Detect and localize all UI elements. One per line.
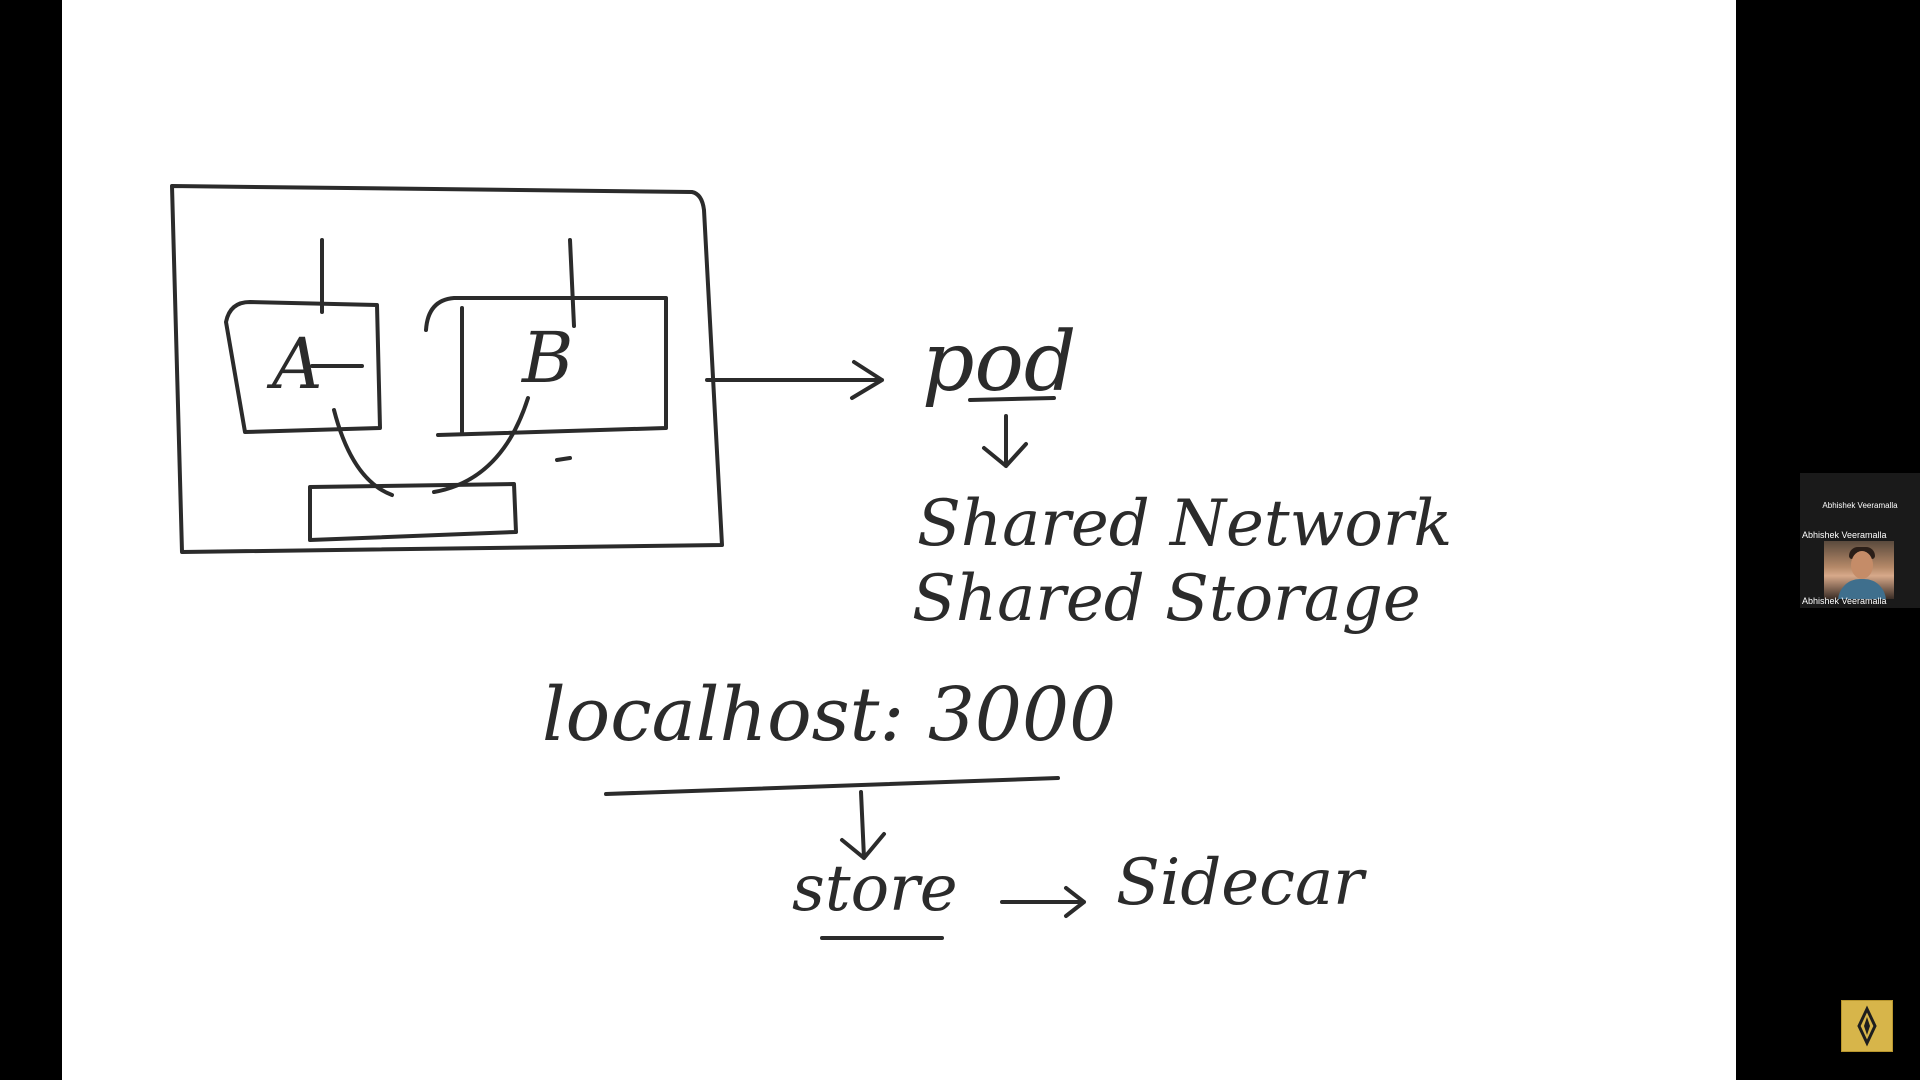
pod-label: pod xyxy=(922,315,1076,410)
container-b-box xyxy=(424,296,668,437)
diamond-logo-icon xyxy=(1857,1005,1877,1047)
shared-volume-box xyxy=(308,482,518,542)
left-black-border xyxy=(0,0,62,1080)
container-a-label: A xyxy=(266,323,323,405)
localhost-underline xyxy=(604,776,1060,796)
pod-down-arrow xyxy=(982,414,1028,468)
container-b-label: B xyxy=(520,317,573,399)
participant-video-feed xyxy=(1824,541,1894,599)
container-b-top-line xyxy=(568,238,576,328)
whiteboard-canvas[interactable]: A B pod Shared Network Shared Storage lo… xyxy=(62,0,1736,1080)
participant-face xyxy=(1851,551,1873,579)
localhost-down-arrow xyxy=(840,790,886,860)
arrow-to-sidecar xyxy=(1000,886,1086,918)
store-label: store xyxy=(792,852,958,926)
participant-video-tile[interactable]: Abhishek Veeramalla Abhishek Veeramalla … xyxy=(1800,473,1920,608)
connector-mark xyxy=(555,456,572,462)
participant-name-footer: Abhishek Veeramalla xyxy=(1802,596,1887,606)
container-a-box xyxy=(224,300,382,434)
localhost-label: localhost: 3000 xyxy=(542,672,1116,758)
connector-a-to-volume xyxy=(332,408,394,497)
participant-name-header: Abhishek Veeramalla xyxy=(1822,501,1898,510)
participant-name-label: Abhishek Veeramalla xyxy=(1802,530,1887,540)
shared-network-label: Shared Network xyxy=(917,487,1452,561)
arrow-to-pod xyxy=(705,360,884,400)
sidecar-label: Sidecar xyxy=(1116,846,1367,920)
participant-shoulders xyxy=(1838,579,1886,599)
channel-logo-badge xyxy=(1841,1000,1893,1052)
whiteboard-drawing: A B pod Shared Network Shared Storage lo… xyxy=(170,184,1452,940)
shared-storage-label: Shared Storage xyxy=(912,562,1421,636)
pod-underline xyxy=(968,396,1056,402)
connector-b-to-volume xyxy=(432,396,530,494)
pod-outline-box xyxy=(170,184,724,554)
